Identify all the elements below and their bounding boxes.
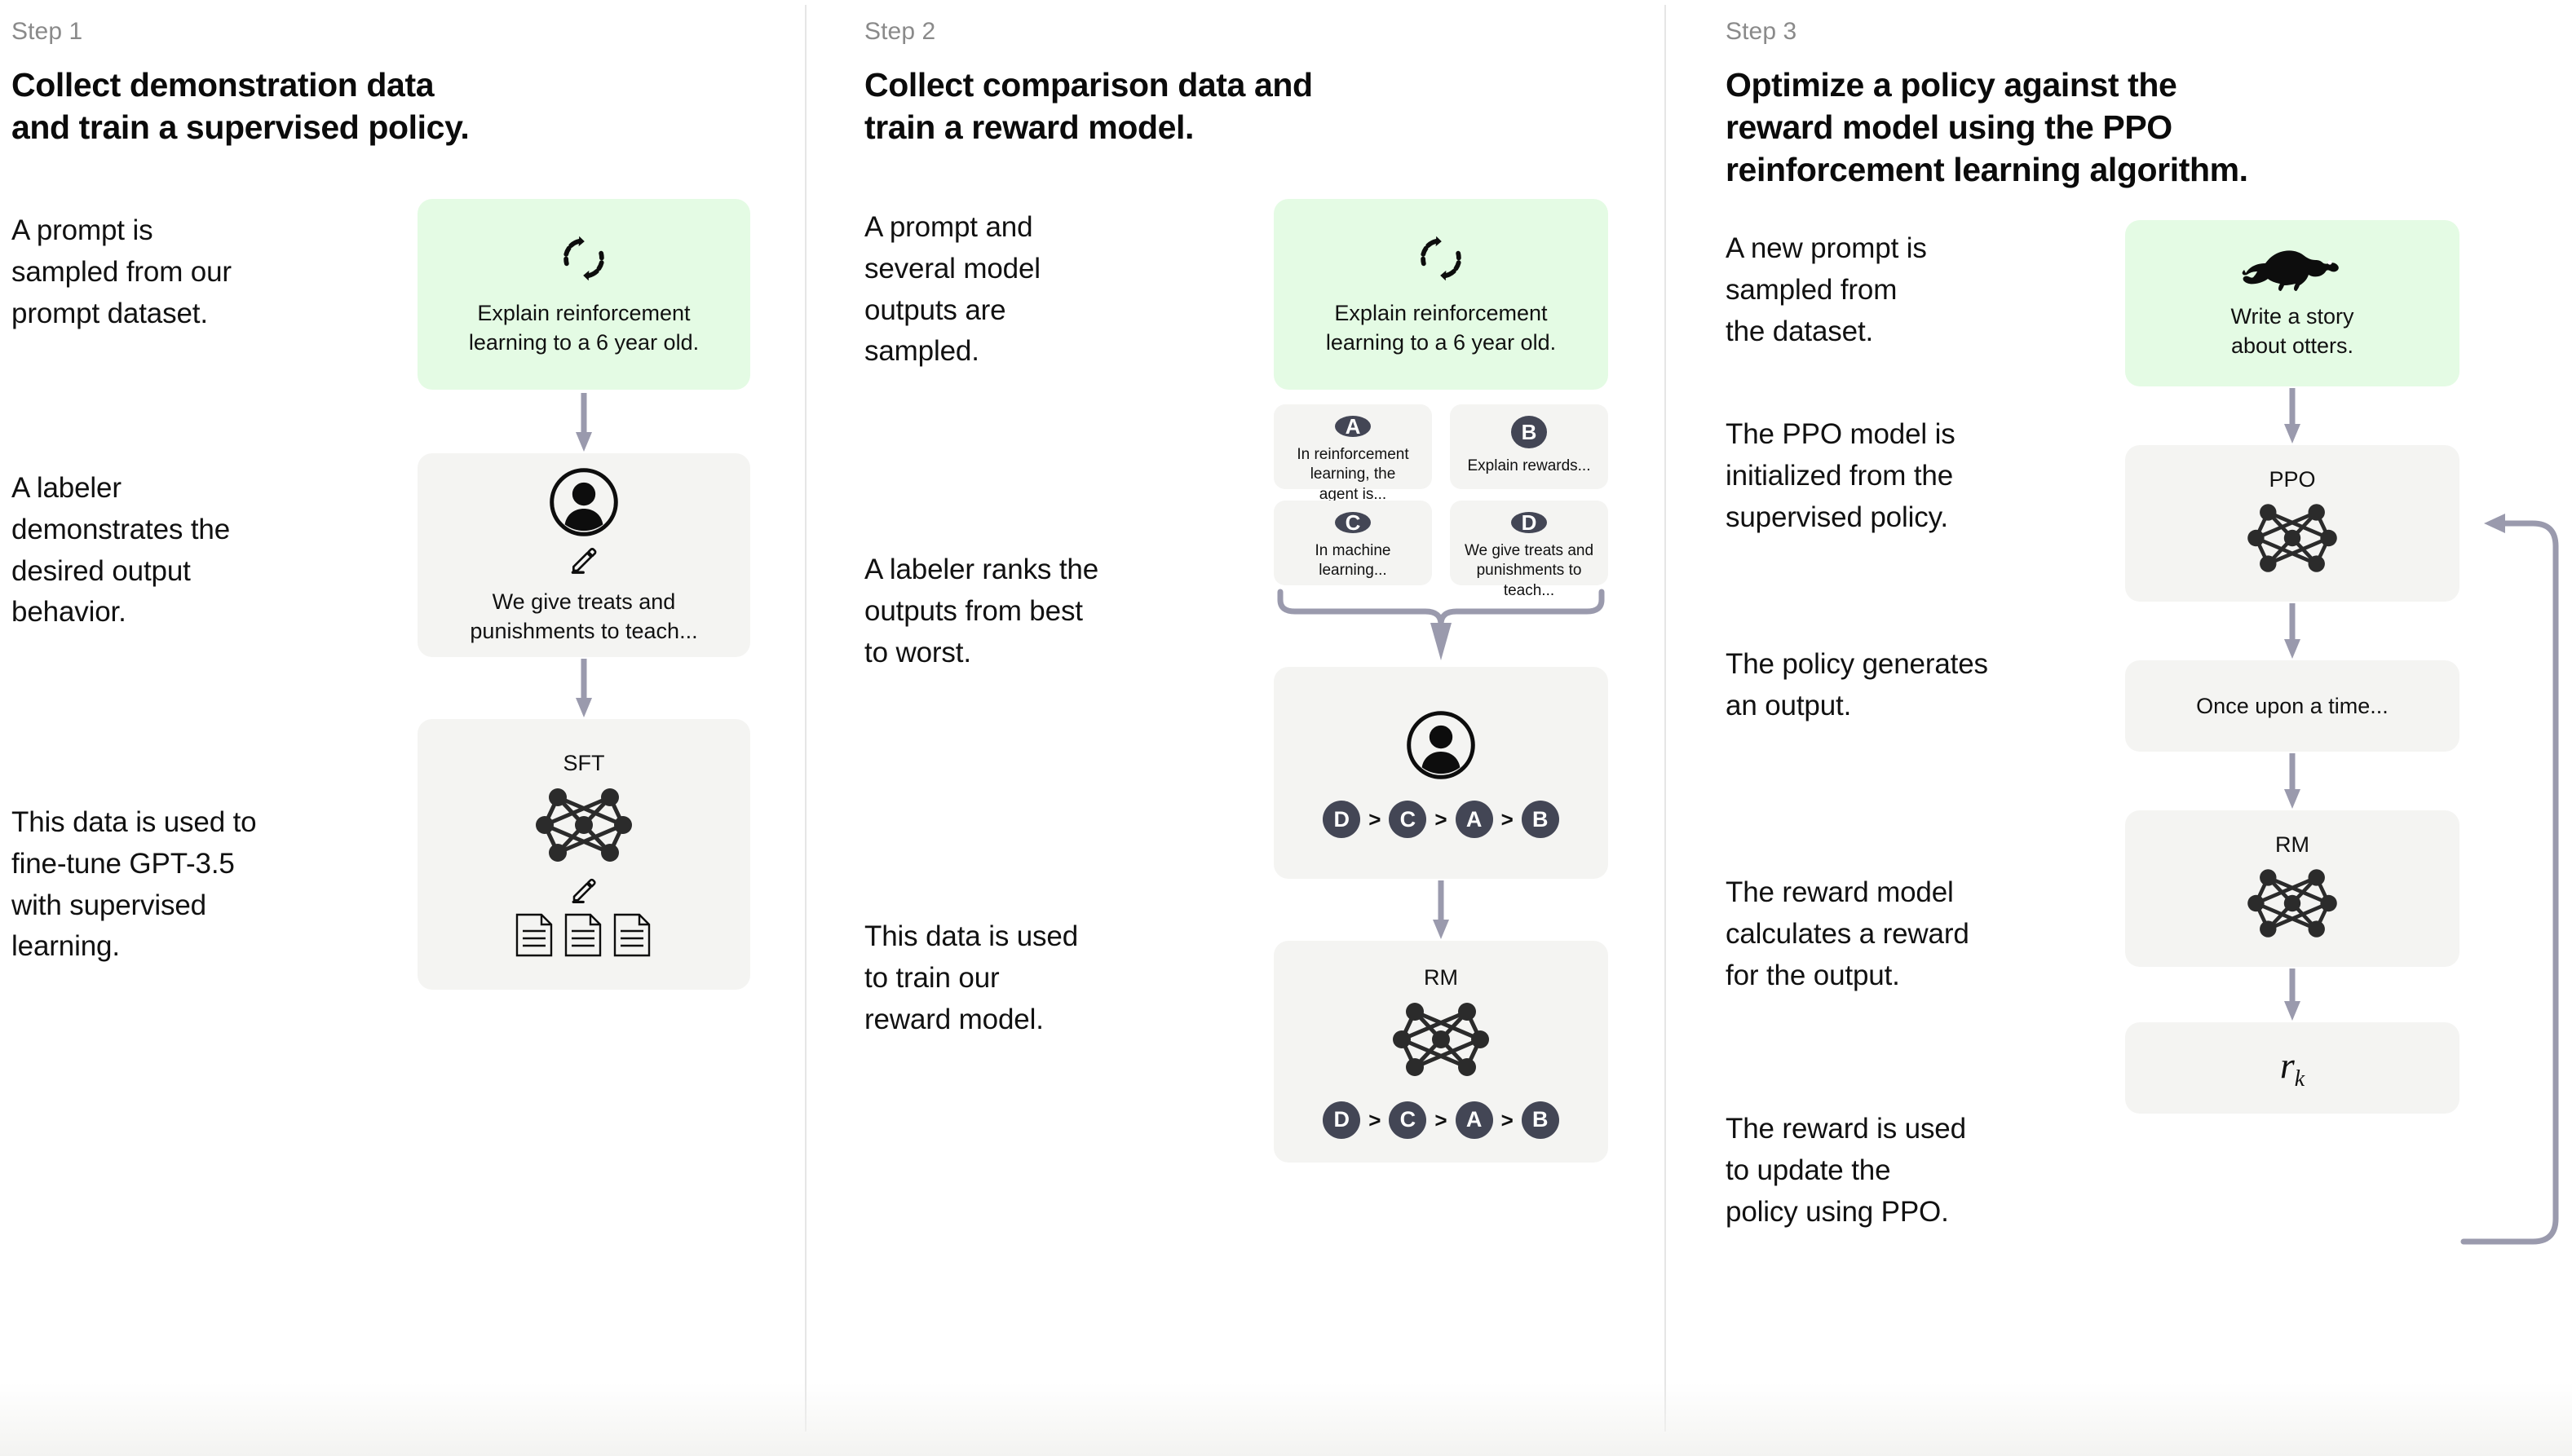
prompt-card-step1[interactable]: Explain reinforcement learning to a 6 ye… [418, 199, 750, 390]
arrow-down-5 [2125, 602, 2459, 660]
column-divider-1 [805, 5, 807, 1432]
model-outputs-grid: A In reinforcement learning, the agent i… [1274, 404, 1608, 599]
step-3-desc-3: The policy generates an output. [1726, 648, 1988, 721]
sft-model-card[interactable]: SFT [418, 719, 750, 991]
rank-badge-4: B [1521, 801, 1559, 839]
step-1-desc-3: This data is used to fine-tune GPT-3.5 w… [11, 806, 257, 963]
circular-arrows-icon [1414, 232, 1468, 285]
step-3-desc-2: The PPO model is initialized from the su… [1726, 418, 1956, 533]
step-3-column: Step 3 Optimize a policy against the rew… [1665, 0, 2572, 1456]
step-3-desc-1: A new prompt is sampled from the dataset… [1726, 232, 1927, 347]
policy-output-text: Once upon a time... [2196, 693, 2389, 718]
step-2-label: Step 2 [864, 18, 936, 45]
step-1-row-1: A prompt is sampled from our prompt data… [11, 199, 773, 329]
merge-brace-arrow [1274, 585, 1608, 667]
step-1-rail: Explain reinforcement learning to a 6 ye… [418, 199, 750, 991]
option-text-b: Explain rewards... [1467, 457, 1591, 474]
output-option-d[interactable]: D We give treats and punishments to teac… [1450, 501, 1608, 599]
rank-separator: > [1368, 1107, 1381, 1132]
reward-symbol: rk [2280, 1043, 2305, 1092]
labeler-card-step1-text: We give treats and punishments to teach.… [470, 589, 698, 644]
neural-network-icon [535, 779, 633, 871]
ranking-row-labeler: D > C > A > B [1323, 801, 1559, 839]
ranking-row-rm: D > C > A > B [1323, 1101, 1559, 1139]
neural-network-icon [1392, 994, 1490, 1085]
column-divider-2 [1664, 5, 1666, 1432]
prompt-card-step1-text: Explain reinforcement learning to a 6 ye… [468, 300, 700, 355]
reward-symbol-subscript: k [2294, 1066, 2305, 1092]
option-badge-b: B [1511, 416, 1547, 448]
rank-badge-4: B [1521, 1101, 1559, 1139]
arrow-down-4 [2125, 386, 2459, 445]
step-2-desc-2: A labeler ranks the outputs from best to… [864, 554, 1099, 668]
pencil-icon [569, 876, 599, 905]
output-option-c[interactable]: C In machine learning... [1274, 501, 1432, 586]
sft-label: SFT [563, 750, 605, 775]
step-2-title: Collect comparison data and train a rewa… [864, 66, 1313, 147]
rank-separator: > [1368, 807, 1381, 832]
step-2-desc-1: A prompt and several model outputs are s… [864, 211, 1041, 368]
documents-icon [515, 913, 652, 959]
rank-separator: > [1500, 807, 1514, 832]
output-option-b[interactable]: B Explain rewards... [1450, 404, 1608, 490]
step-1-desc-2: A labeler demonstrates the desired outpu… [11, 472, 231, 629]
arrow-down-1 [418, 390, 750, 453]
rank-separator: > [1434, 1107, 1447, 1132]
step-1-flow: A prompt is sampled from our prompt data… [11, 199, 773, 991]
rm-model-card-step3[interactable]: RM [2125, 810, 2459, 968]
arrow-down-6 [2125, 752, 2459, 810]
step-1-column: Step 1 Collect demonstration data and tr… [0, 0, 806, 1456]
pencil-icon [568, 545, 599, 576]
rank-badge-3: A [1455, 801, 1493, 839]
option-text-d: We give treats and punishments to teach.… [1464, 542, 1594, 599]
rank-badge-1: D [1323, 1101, 1361, 1139]
person-circle-icon [546, 465, 621, 540]
neural-network-icon [2247, 861, 2338, 946]
step-2-rail: Explain reinforcement learning to a 6 ye… [1274, 199, 1608, 1163]
rm-label-step2: RM [1424, 964, 1458, 990]
otter-icon [2240, 246, 2344, 293]
step-3-desc-4: The reward model calculates a reward for… [1726, 876, 1969, 991]
step-1-desc-1: A prompt is sampled from our prompt data… [11, 214, 232, 329]
rm-model-card-step2[interactable]: RM [1274, 941, 1608, 1163]
output-option-a[interactable]: A In reinforcement learning, the agent i… [1274, 404, 1432, 503]
prompt-card-step3[interactable]: Write a story about otters. [2125, 220, 2459, 387]
rm-label-step3: RM [2275, 832, 2309, 857]
ppo-label: PPO [2269, 466, 2316, 492]
policy-output-card[interactable]: Once upon a time... [2125, 660, 2459, 752]
labeler-ranking-card[interactable]: D > C > A > B [1274, 667, 1608, 880]
step-1-label: Step 1 [11, 18, 83, 45]
prompt-card-step2-text: Explain reinforcement learning to a 6 ye… [1325, 300, 1557, 355]
person-circle-icon [1403, 708, 1478, 783]
step-2-column: Step 2 Collect comparison data and train… [806, 0, 1665, 1456]
option-text-a: In reinforcement learning, the agent is.… [1297, 446, 1409, 503]
neural-network-icon [2247, 496, 2338, 580]
step-1-title: Collect demonstration data and train a s… [11, 66, 470, 147]
arrow-down-3 [1274, 879, 1608, 941]
option-badge-a: A [1335, 416, 1371, 438]
step-2-desc-3: This data is used to train our reward mo… [864, 920, 1079, 1035]
circular-arrows-icon [557, 232, 611, 285]
step-3-rail: Write a story about otters. PPO [2125, 220, 2459, 1114]
step-3-title: Optimize a policy against the reward mod… [1726, 66, 2248, 189]
rank-badge-1: D [1323, 801, 1361, 839]
rank-badge-2: C [1389, 801, 1427, 839]
option-badge-d: D [1511, 512, 1547, 534]
rank-separator: > [1434, 807, 1447, 832]
rank-badge-3: A [1455, 1101, 1493, 1139]
reward-card[interactable]: rk [2125, 1022, 2459, 1114]
prompt-card-step2[interactable]: Explain reinforcement learning to a 6 ye… [1274, 199, 1608, 390]
arrow-down-7 [2125, 967, 2459, 1022]
ppo-model-card[interactable]: PPO [2125, 445, 2459, 602]
step-3-desc-5: The reward is used to update the policy … [1726, 1113, 1966, 1228]
option-badge-c: C [1335, 512, 1371, 534]
reward-symbol-base: r [2279, 1044, 2295, 1087]
arrow-down-2 [418, 657, 750, 719]
step-3-label: Step 3 [1726, 18, 1797, 45]
prompt-card-step3-text: Write a story about otters. [2230, 303, 2354, 359]
option-text-c: In machine learning... [1315, 542, 1391, 580]
rank-separator: > [1500, 1107, 1514, 1132]
rank-badge-2: C [1389, 1101, 1427, 1139]
labeler-card-step1[interactable]: We give treats and punishments to teach.… [418, 453, 750, 658]
